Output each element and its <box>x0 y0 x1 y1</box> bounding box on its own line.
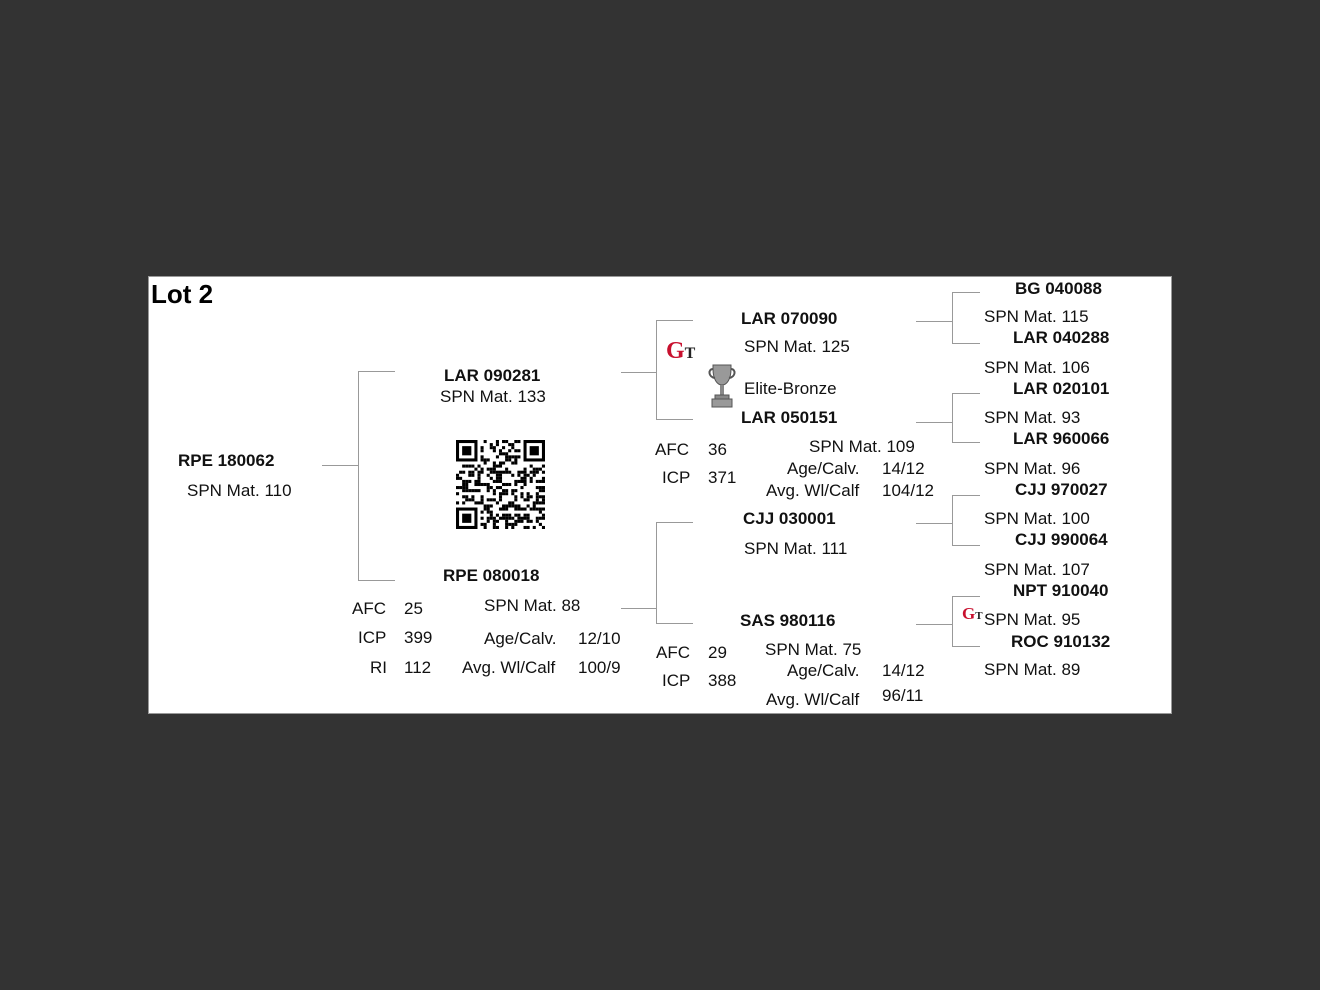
dd-age: 14/12 <box>882 661 925 680</box>
connector <box>952 495 980 496</box>
connector <box>656 419 693 420</box>
connector <box>358 580 395 581</box>
connector <box>952 393 980 394</box>
dam-icp: 399 <box>404 628 433 647</box>
gg-id: BG 040088 <box>1015 279 1102 298</box>
connector <box>952 596 980 597</box>
award-label: Elite-Bronze <box>744 379 837 398</box>
dd-icp: 388 <box>708 671 737 690</box>
sd-age: 14/12 <box>882 459 925 478</box>
dd-icp-label: ICP <box>662 671 691 690</box>
gg-spn: SPN Mat. 100 <box>984 509 1090 528</box>
dd-wi: 96/11 <box>882 686 924 705</box>
connector <box>952 596 953 646</box>
dam-spn: SPN Mat. 88 <box>484 596 581 615</box>
gt-logo-icon: GT <box>962 604 983 623</box>
sd-icp: 371 <box>708 468 737 487</box>
connector <box>656 320 657 419</box>
sd-wi-label: Avg. Wl/Calf <box>766 481 860 500</box>
dam-id: RPE 080018 <box>443 566 540 585</box>
subject-id: RPE 180062 <box>178 451 275 470</box>
ss-id: LAR 070090 <box>741 309 838 328</box>
sd-age-label: Age/Calv. <box>787 459 860 478</box>
gg-spn: SPN Mat. 89 <box>984 660 1081 679</box>
dam-ri: 112 <box>404 658 432 677</box>
sd-id: LAR 050151 <box>741 408 838 427</box>
connector <box>358 371 359 580</box>
gg-id: NPT 910040 <box>1013 581 1109 600</box>
connector <box>656 522 657 623</box>
gg-id: LAR 020101 <box>1013 379 1110 398</box>
dd-age-label: Age/Calv. <box>787 661 860 680</box>
ss-spn: SPN Mat. 125 <box>744 337 850 356</box>
connector <box>621 608 656 609</box>
gg-spn: SPN Mat. 107 <box>984 560 1090 579</box>
sd-afc: 36 <box>708 440 727 459</box>
connector <box>952 292 980 293</box>
sd-spn: SPN Mat. 109 <box>809 437 915 456</box>
connector <box>952 442 980 443</box>
gg-id: LAR 960066 <box>1013 429 1110 448</box>
dd-id: SAS 980116 <box>740 611 836 630</box>
connector <box>952 495 953 545</box>
ds-spn: SPN Mat. 111 <box>744 539 848 558</box>
dam-afc: 25 <box>404 599 423 618</box>
gg-spn: SPN Mat. 96 <box>984 459 1081 478</box>
sd-icp-label: ICP <box>662 468 691 487</box>
connector <box>916 624 952 625</box>
dam-ri-label: RI <box>370 658 387 677</box>
lot-title: Lot 2 <box>151 279 214 309</box>
connector <box>916 523 952 524</box>
sire-id: LAR 090281 <box>444 366 541 385</box>
connector <box>656 522 693 523</box>
connector <box>358 371 395 372</box>
sire-spn: SPN Mat. 133 <box>440 387 546 406</box>
dd-wi-label: Avg. Wl/Calf <box>766 690 860 709</box>
dam-age-label: Age/Calv. <box>484 629 557 648</box>
connector <box>952 343 980 344</box>
dam-afc-label: AFC <box>352 599 386 618</box>
gg-spn: SPN Mat. 93 <box>984 408 1081 427</box>
trophy-icon <box>708 364 736 408</box>
qr-code[interactable] <box>456 440 545 529</box>
dam-icp-label: ICP <box>358 628 387 647</box>
sd-afc-label: AFC <box>655 440 689 459</box>
dd-afc-label: AFC <box>656 643 690 662</box>
gg-id: LAR 040288 <box>1013 328 1110 347</box>
gg-id: CJJ 970027 <box>1015 480 1108 499</box>
connector <box>656 320 693 321</box>
gg-spn: SPN Mat. 106 <box>984 358 1090 377</box>
subject-spn: SPN Mat. 110 <box>187 481 292 500</box>
connector <box>916 422 952 423</box>
connector <box>916 321 952 322</box>
gg-spn: SPN Mat. 115 <box>984 307 1089 326</box>
connector <box>952 646 980 647</box>
connector <box>621 372 656 373</box>
connector <box>952 292 953 343</box>
gg-id: CJJ 990064 <box>1015 530 1108 549</box>
connector <box>656 623 693 624</box>
ds-id: CJJ 030001 <box>743 509 836 528</box>
dam-wi: 100/9 <box>578 658 621 677</box>
gt-logo-icon: GT <box>666 338 696 364</box>
dd-afc: 29 <box>708 643 727 662</box>
gg-spn: SPN Mat. 95 <box>984 610 1081 629</box>
dd-spn: SPN Mat. 75 <box>765 640 862 659</box>
sd-wi: 104/12 <box>882 481 934 500</box>
connector <box>952 545 980 546</box>
dam-age: 12/10 <box>578 629 621 648</box>
connector <box>952 393 953 442</box>
pedigree-card <box>148 276 1172 714</box>
gg-id: ROC 910132 <box>1011 632 1111 651</box>
connector <box>322 465 358 466</box>
dam-wi-label: Avg. Wl/Calf <box>462 658 556 677</box>
